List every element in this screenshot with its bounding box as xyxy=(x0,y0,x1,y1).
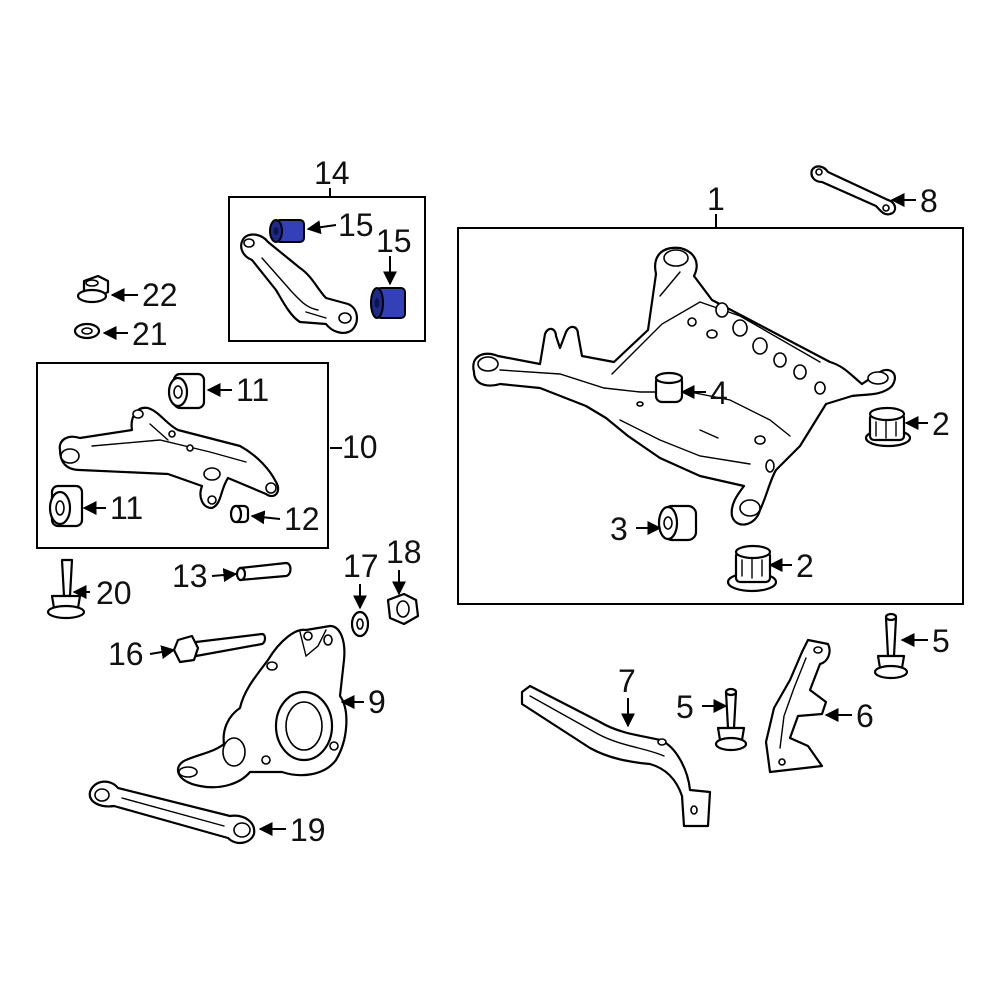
callout-22: 22 xyxy=(142,277,178,313)
bushing-11-lower[interactable] xyxy=(48,484,84,528)
callout-18: 18 xyxy=(386,534,422,570)
upper-control-arm[interactable] xyxy=(240,233,358,334)
toe-link[interactable] xyxy=(810,165,897,216)
callout-1: 1 xyxy=(707,181,725,217)
lower-control-arm[interactable] xyxy=(58,406,280,510)
rear-crossmember[interactable] xyxy=(472,246,896,526)
callout-5: 5 xyxy=(676,689,694,725)
rear-knuckle[interactable] xyxy=(176,624,348,789)
bolt-5-lower[interactable] xyxy=(714,687,748,752)
callout-3: 3 xyxy=(610,511,628,547)
callout-15: 15 xyxy=(338,207,374,243)
bushing-3[interactable] xyxy=(657,504,698,542)
bolt-16[interactable] xyxy=(172,632,267,664)
callout-9: 9 xyxy=(368,684,386,720)
bolt-13[interactable] xyxy=(235,561,292,582)
bracket-6[interactable] xyxy=(764,638,831,774)
callout-11: 11 xyxy=(236,372,269,408)
callout-2: 2 xyxy=(796,548,814,584)
bushing-2-right[interactable] xyxy=(864,406,912,448)
frame-lower-control-arm-10 xyxy=(36,362,329,549)
callout-5: 5 xyxy=(932,623,950,659)
bushing-11-upper[interactable] xyxy=(167,372,206,410)
nut-22[interactable] xyxy=(76,274,110,304)
callout-11: 11 xyxy=(110,490,143,526)
bushing-15-upper[interactable] xyxy=(269,219,305,243)
frame-crossmember-1 xyxy=(457,227,964,605)
callout-10: 10 xyxy=(342,429,378,465)
callout-2: 2 xyxy=(932,406,950,442)
bushing-2-lower[interactable] xyxy=(726,544,778,593)
bolt-5-upper[interactable] xyxy=(873,612,909,680)
bushing-12[interactable] xyxy=(229,504,250,524)
bushing-4[interactable] xyxy=(654,371,684,404)
washer-17[interactable] xyxy=(350,610,370,638)
leader-lines xyxy=(72,188,928,836)
bolt-20[interactable] xyxy=(46,558,86,620)
callout-20: 20 xyxy=(96,575,132,611)
callout-14: 14 xyxy=(314,155,350,191)
callout-6: 6 xyxy=(856,698,874,734)
nut-18[interactable] xyxy=(386,592,420,626)
callout-4: 4 xyxy=(710,375,728,411)
callout-8: 8 xyxy=(920,183,938,219)
brace-7[interactable] xyxy=(520,684,712,828)
callout-16: 16 xyxy=(108,636,144,672)
callout-15: 15 xyxy=(376,223,412,259)
bushing-15-lower[interactable] xyxy=(370,287,406,319)
callout-19: 19 xyxy=(290,812,326,848)
washer-21[interactable] xyxy=(73,322,101,340)
callout-labels: 14 15 15 22 21 11 10 11 12 13 20 17 18 1… xyxy=(96,155,950,848)
callout-13: 13 xyxy=(172,558,208,594)
callout-21: 21 xyxy=(132,316,168,352)
frame-upper-control-arm-14 xyxy=(228,196,426,342)
callout-17: 17 xyxy=(343,548,379,584)
callout-12: 12 xyxy=(284,501,320,537)
trailing-link[interactable] xyxy=(88,780,256,844)
callout-7: 7 xyxy=(618,663,636,699)
